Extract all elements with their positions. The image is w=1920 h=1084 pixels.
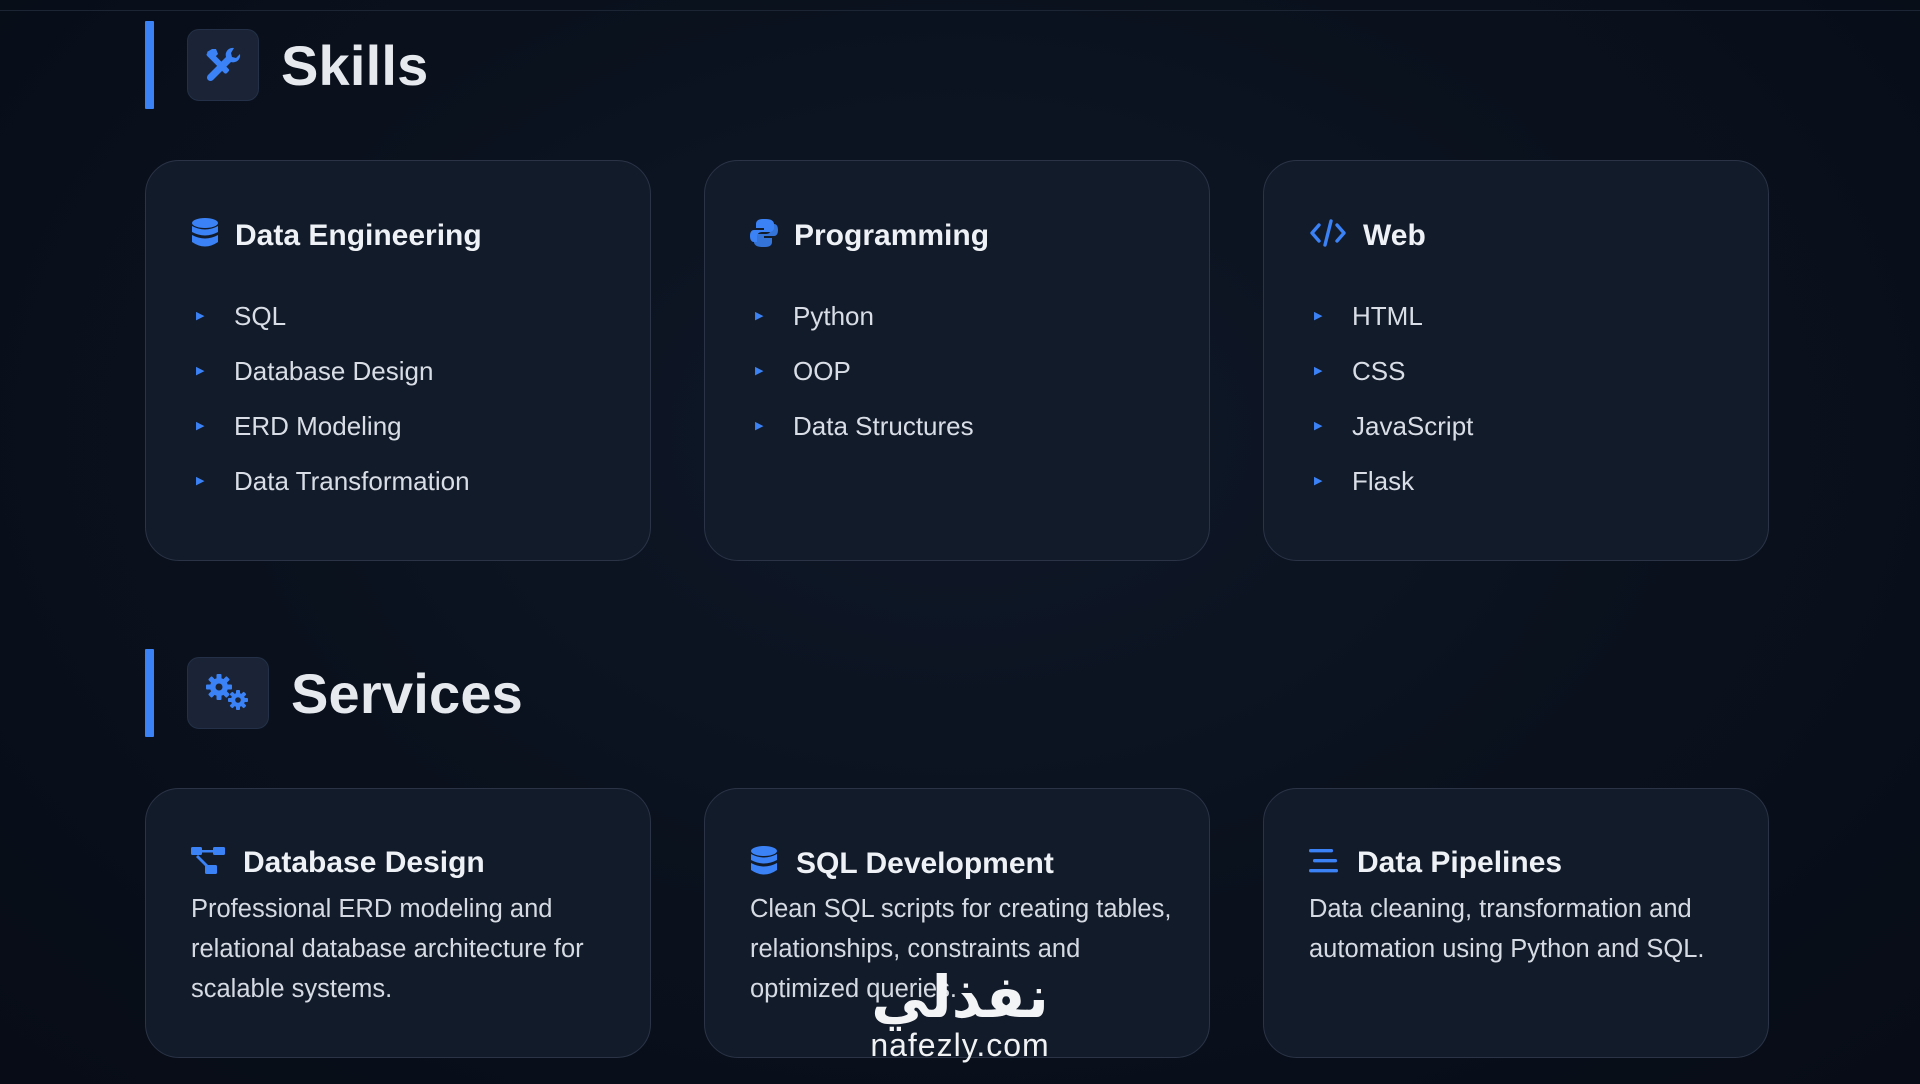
card-title: Data Pipelines (1357, 846, 1563, 879)
caret-right-icon: ▶ (1314, 365, 1323, 377)
section-accent-bar (145, 21, 154, 109)
caret-right-icon: ▶ (196, 310, 205, 322)
card-description: Clean SQL scripts for creating tables, r… (750, 895, 1172, 1003)
section-title-skills: Skills (281, 33, 429, 97)
section-accent-bar (145, 649, 154, 737)
tools-icon (187, 29, 259, 101)
caret-right-icon: ▶ (755, 420, 764, 432)
skill-card-web: Web ▶HTML ▶CSS ▶JavaScript ▶Flask (1263, 160, 1769, 561)
card-title: Web (1363, 218, 1426, 252)
caret-right-icon: ▶ (196, 420, 205, 432)
database-icon (191, 218, 219, 253)
service-card-data-pipelines: Data Pipelines Data cleaning, transforma… (1263, 788, 1769, 1058)
list-item: ▶Data Transformation (196, 466, 470, 496)
top-divider (0, 10, 1920, 11)
list-item: ▶Python (755, 301, 874, 331)
card-description: Data cleaning, transformation and automa… (1309, 895, 1705, 963)
caret-right-icon: ▶ (196, 475, 205, 487)
list-item: ▶HTML (1314, 301, 1423, 331)
caret-right-icon: ▶ (755, 365, 764, 377)
skill-card-programming: Programming ▶Python ▶OOP ▶Data Structure… (704, 160, 1210, 561)
list-item: ▶JavaScript (1314, 411, 1474, 441)
list-item: ▶Database Design (196, 356, 434, 386)
caret-right-icon: ▶ (755, 310, 764, 322)
skills-section-header: Skills (145, 21, 429, 109)
list-item: ▶Data Structures (755, 411, 974, 441)
list-item: ▶SQL (196, 301, 287, 331)
card-description: Professional ERD modeling and relational… (191, 895, 584, 1003)
service-card-sql-development: SQL Development Clean SQL scripts for cr… (704, 788, 1210, 1058)
list-item: ▶Flask (1314, 466, 1415, 496)
caret-right-icon: ▶ (1314, 310, 1323, 322)
skill-card-data-engineering: Data Engineering ▶SQL ▶Database Design ▶… (145, 160, 651, 561)
python-icon (750, 218, 778, 253)
card-title: Database Design (243, 846, 485, 879)
caret-right-icon: ▶ (1314, 475, 1323, 487)
card-title: SQL Development (796, 846, 1054, 880)
section-title-services: Services (291, 661, 524, 725)
list-item: ▶ERD Modeling (196, 411, 402, 441)
code-icon (1309, 218, 1347, 253)
stream-icon (1309, 848, 1339, 879)
services-section-header: Services (145, 649, 523, 737)
gears-icon (187, 657, 269, 729)
sitemap-icon (191, 846, 225, 880)
caret-right-icon: ▶ (196, 365, 205, 377)
card-title: Data Engineering (235, 218, 482, 252)
service-card-database-design: Database Design Professional ERD modelin… (145, 788, 651, 1058)
card-title: Programming (794, 218, 990, 252)
list-item: ▶CSS (1314, 356, 1406, 386)
list-item: ▶OOP (755, 356, 851, 386)
caret-right-icon: ▶ (1314, 420, 1323, 432)
database-icon (750, 846, 778, 881)
